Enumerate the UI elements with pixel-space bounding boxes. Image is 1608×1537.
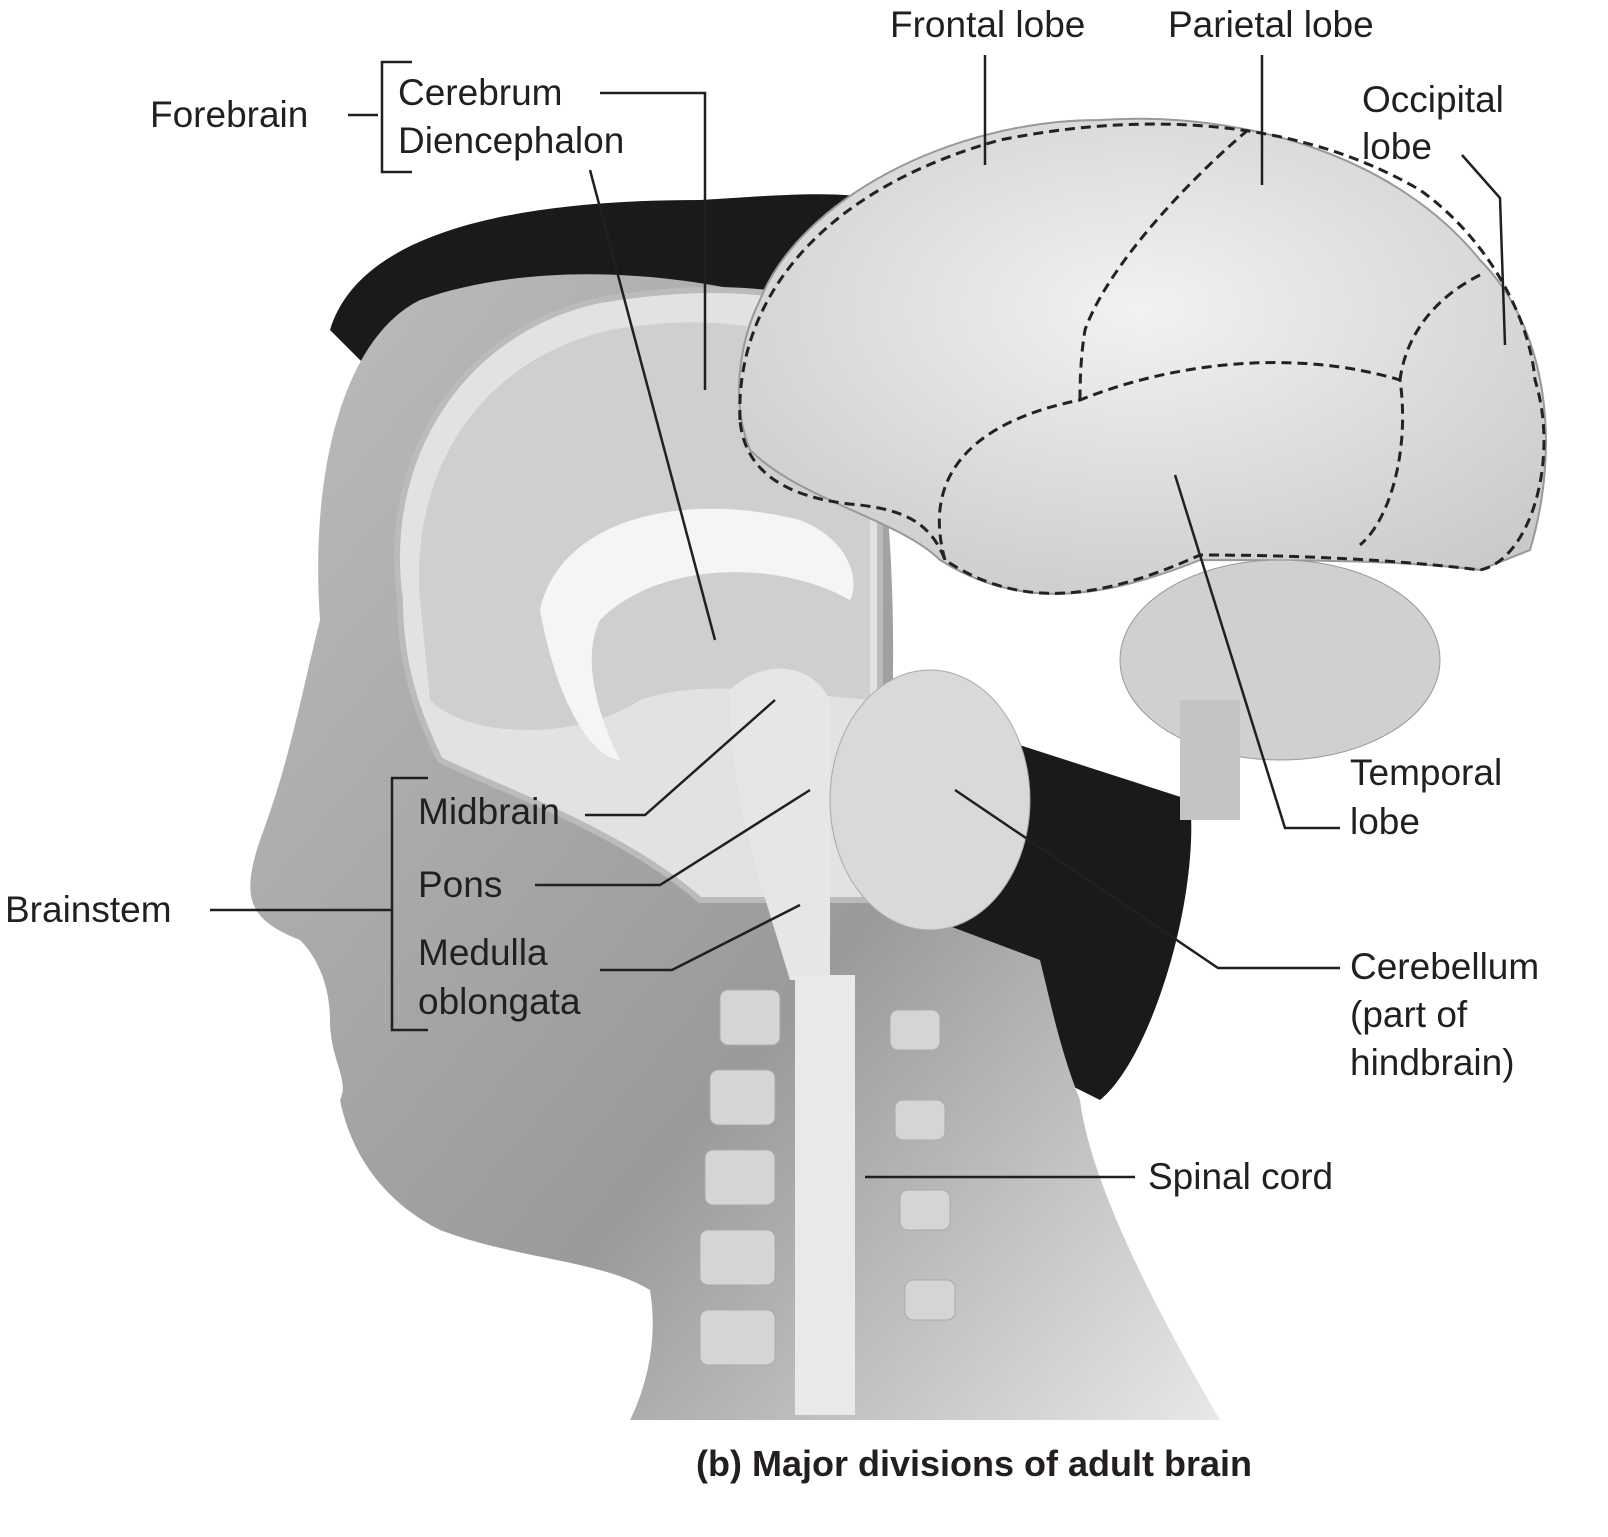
label-cerebellum-3: hindbrain) xyxy=(1350,1042,1515,1083)
label-pons: Pons xyxy=(418,864,503,905)
leader-pons xyxy=(535,788,811,887)
lateral-cerebellum xyxy=(1119,559,1441,761)
label-spinal-cord: Spinal cord xyxy=(1148,1156,1334,1197)
cerebellum-section xyxy=(829,669,1031,931)
brainstem-bracket xyxy=(390,776,428,1032)
label-diencephalon: Diencephalon xyxy=(398,120,625,161)
label-medulla-1: Medulla xyxy=(418,932,548,973)
label-brainstem: Brainstem xyxy=(5,889,172,930)
spinal-cord-shape xyxy=(795,975,855,1415)
brainstem-shape xyxy=(730,668,830,980)
label-cerebrum: Cerebrum xyxy=(398,72,563,113)
leader-cerebrum xyxy=(600,91,707,390)
label-cerebellum-1: Cerebellum xyxy=(1350,946,1540,987)
label-cerebellum-2: (part of xyxy=(1350,994,1468,1035)
label-temporal-lobe-1: Temporal xyxy=(1350,752,1503,793)
label-temporal-lobe-2: lobe xyxy=(1350,801,1420,842)
leader-occipital xyxy=(1461,154,1507,346)
leader-cerebellum xyxy=(954,788,1340,970)
leader-midbrain xyxy=(585,699,776,817)
figure-caption: (b) Major divisions of adult brain xyxy=(695,1443,1252,1484)
label-occipital-lobe-2: lobe xyxy=(1362,126,1432,167)
corpus-callosum xyxy=(540,508,854,760)
label-medulla-2: oblongata xyxy=(418,981,581,1022)
label-occipital-lobe-1: Occipital xyxy=(1362,79,1504,120)
leader-diencephalon xyxy=(588,169,717,641)
leader-temporal xyxy=(1173,474,1340,830)
leader-medulla xyxy=(600,903,801,972)
label-frontal-lobe: Frontal lobe xyxy=(890,4,1086,45)
label-parietal-lobe: Parietal lobe xyxy=(1168,4,1374,45)
label-forebrain: Forebrain xyxy=(150,94,309,135)
label-midbrain: Midbrain xyxy=(418,791,560,832)
forebrain-bracket xyxy=(380,60,412,174)
